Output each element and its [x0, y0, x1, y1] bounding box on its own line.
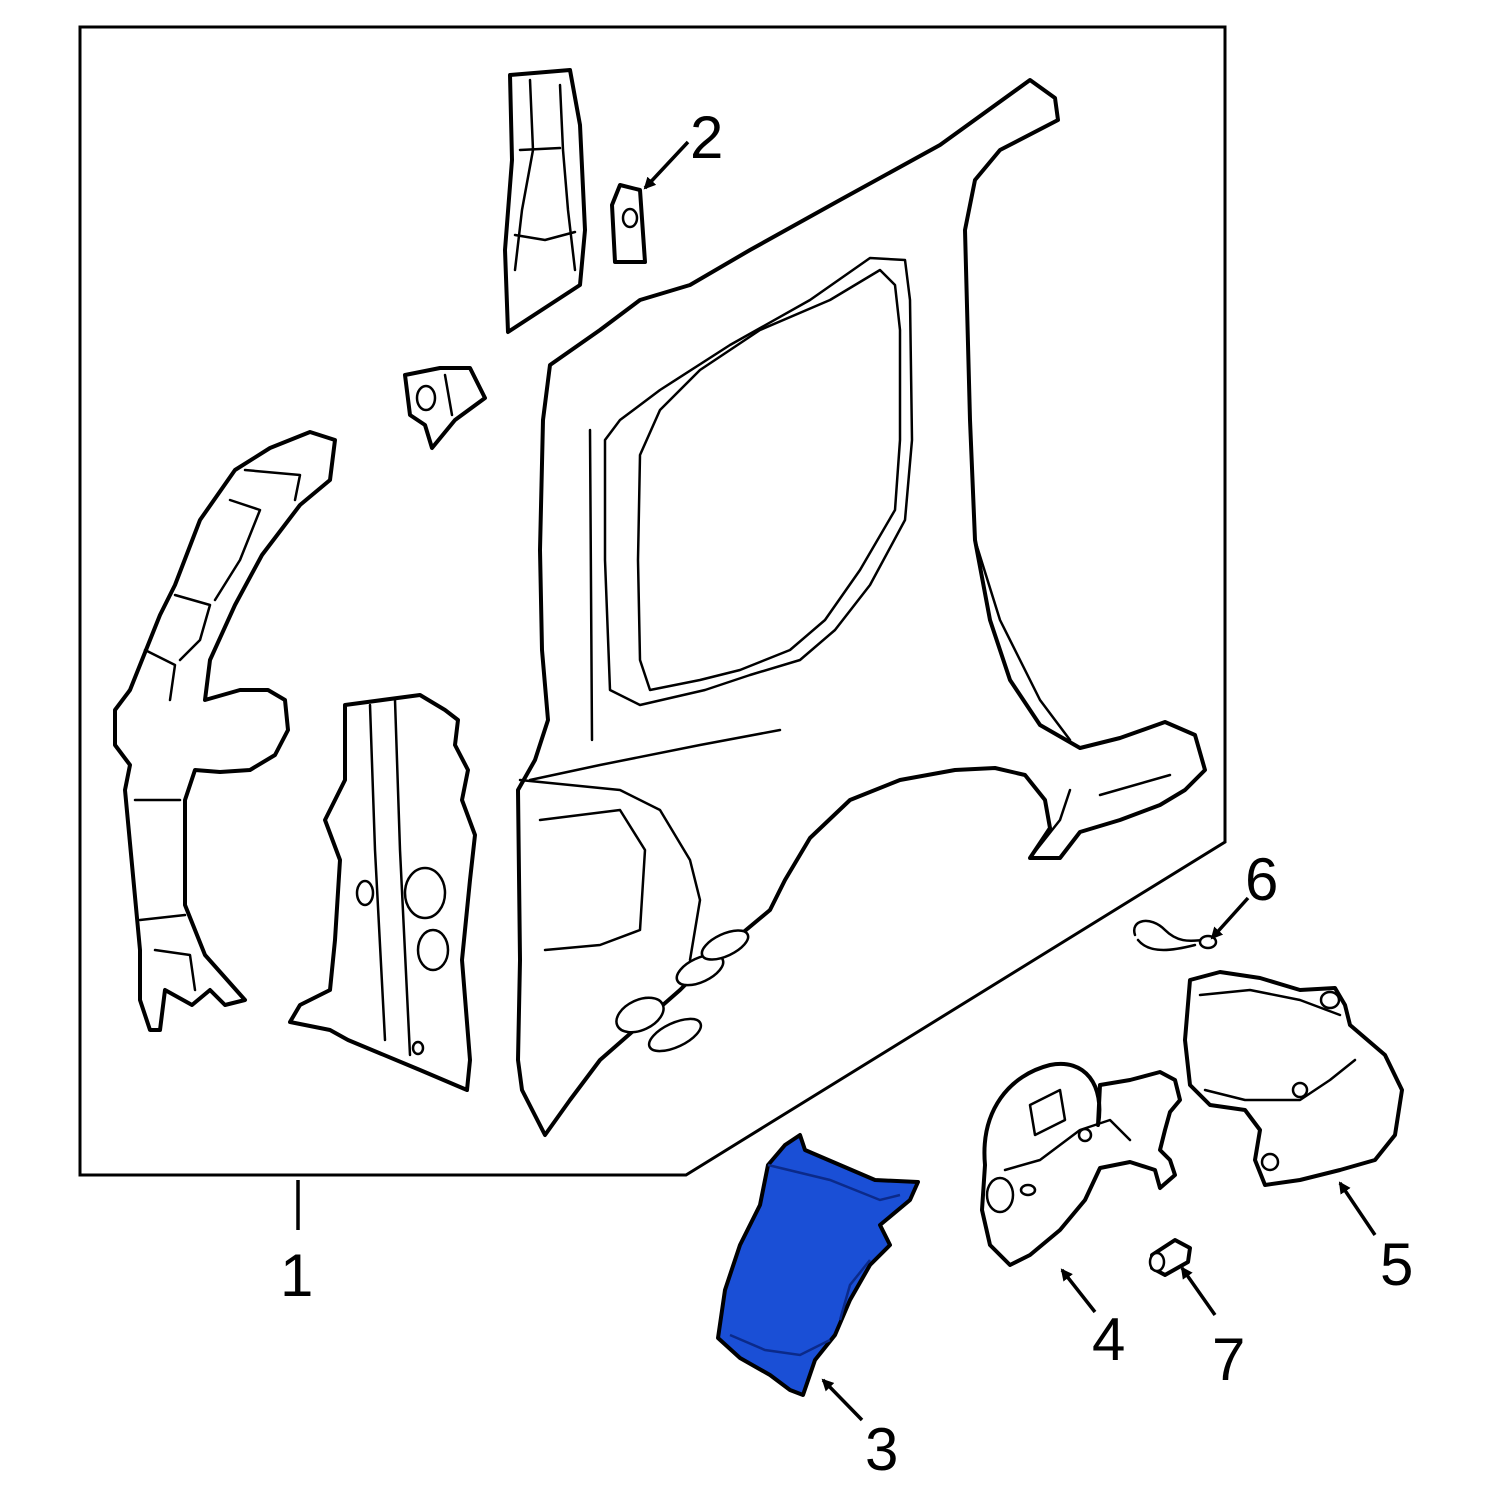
- callout-6: 6: [1245, 846, 1278, 913]
- leader-7: [1180, 1266, 1217, 1317]
- leader-3: [821, 1378, 864, 1422]
- fuel-door[interactable]: [980, 1061, 1182, 1267]
- callout-7: 7: [1212, 1326, 1245, 1393]
- leader-2: [643, 140, 690, 190]
- leader-4: [1060, 1268, 1097, 1314]
- tether-cord[interactable]: [1133, 919, 1218, 952]
- callout-5: 5: [1380, 1231, 1413, 1298]
- small-bracket[interactable]: [610, 183, 647, 264]
- leader-6: [1210, 896, 1250, 940]
- middle-bracket[interactable]: [403, 366, 487, 450]
- assembly-frame: [78, 25, 1227, 1177]
- callout-2: 2: [690, 104, 723, 171]
- wheelhouse-reinforcement-left[interactable]: [113, 430, 337, 1032]
- inner-pillar-panel[interactable]: [288, 693, 477, 1092]
- leader-5: [1338, 1181, 1377, 1236]
- upper-pillar-reinforcement[interactable]: [503, 68, 587, 334]
- callout-1: 1: [280, 1242, 313, 1309]
- callout-4: 4: [1092, 1306, 1125, 1373]
- fuel-filler-housing[interactable]: [1183, 970, 1404, 1187]
- highlighted-part-3[interactable]: [716, 1133, 920, 1397]
- quarter-panel[interactable]: [516, 78, 1207, 1137]
- bumper-plug[interactable]: [1148, 1238, 1192, 1277]
- callout-3: 3: [865, 1416, 898, 1483]
